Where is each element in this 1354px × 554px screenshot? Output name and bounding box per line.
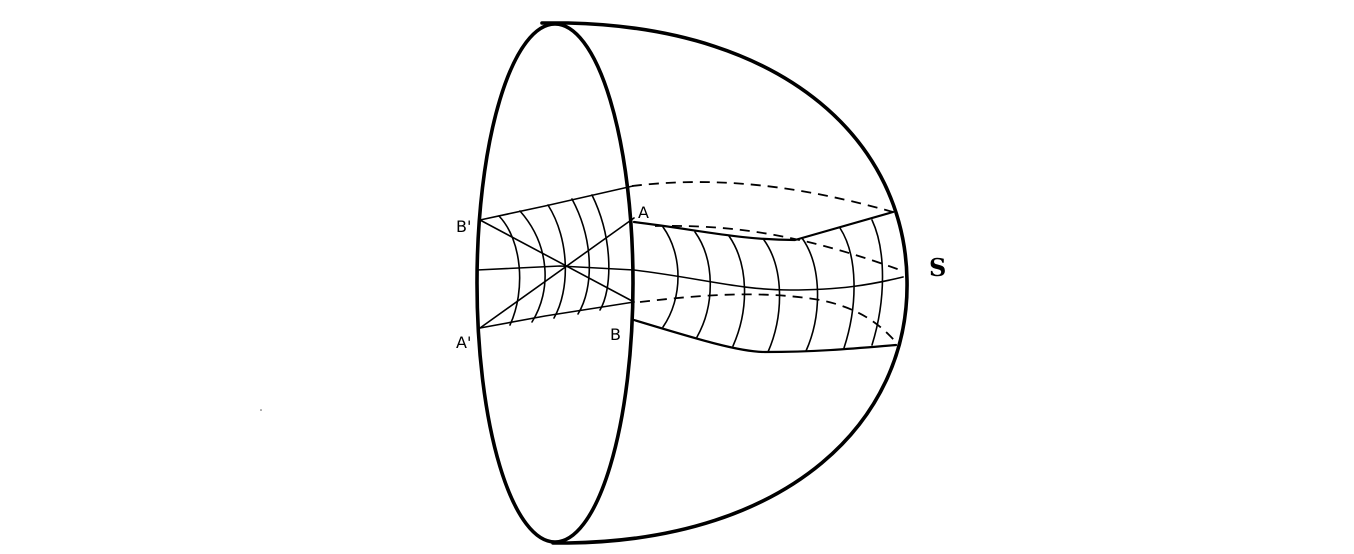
dashed-hidden-bottom-inner [639,293,895,341]
label-point-b-prime: B' [456,217,471,236]
speck [260,409,262,411]
label-point-a: A [638,203,649,222]
band-left-rung [547,204,567,319]
base-ellipse [475,22,635,544]
band-left-rung [591,194,610,311]
band-left-rung [498,215,521,326]
band-left-bottom-edge [479,301,635,329]
band-left-rung [519,210,546,323]
label-point-b: B [610,325,621,344]
dashed-hidden-upper [631,181,894,213]
band-right-rung [763,239,781,353]
band-left-top-edge [479,185,634,221]
label-point-a-prime: A' [456,333,471,352]
band-right-rung [871,219,884,346]
label-surface-s: S [929,253,946,282]
hemisphere-dome [540,21,909,545]
band-right-rung [801,237,819,352]
band-right-rung [728,235,746,347]
dashed-hidden-top-inner [654,224,901,271]
band-right-rung [694,231,712,338]
diagonal-bprime-b [479,219,635,303]
band-right-mid-line [633,269,904,291]
band-left-mid-line [476,265,635,271]
band-right-bottom-edge [632,318,898,354]
band-right-rung [839,227,855,349]
band-left-rung [571,198,591,315]
diagonal-aprime-a [479,217,635,329]
band-right-rung [662,226,679,328]
